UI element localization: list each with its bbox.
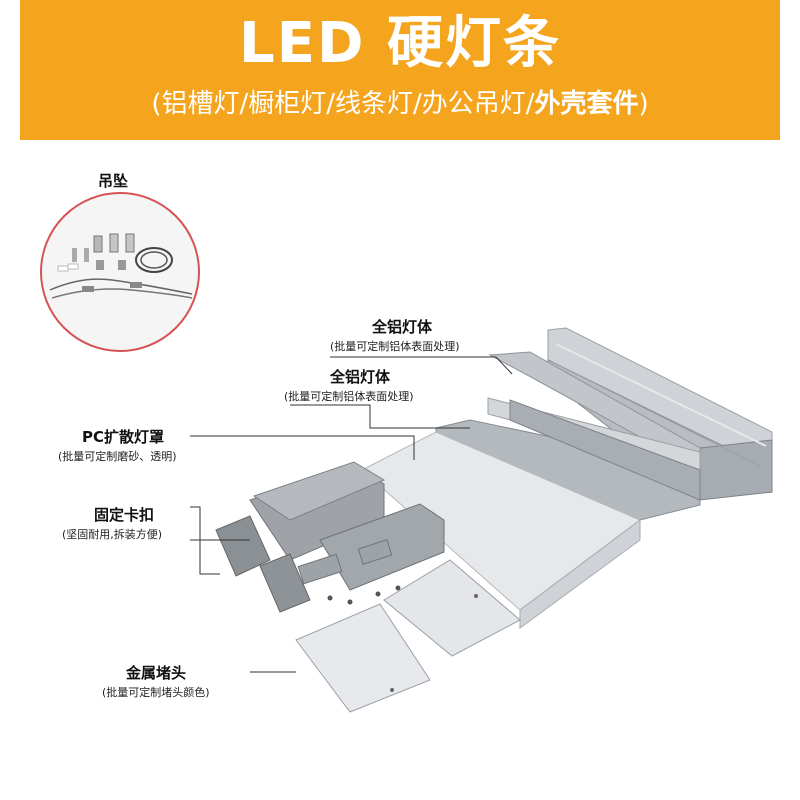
label-pc-diffuser-title: PC扩散灯罩 <box>82 428 165 446</box>
label-end-cap-note: (批量可定制堵头颜色) <box>102 686 210 699</box>
banner-subtitle-prefix: (铝槽灯/橱柜灯/线条灯/办公吊灯/ <box>151 89 535 119</box>
pendant-image <box>40 192 200 352</box>
banner-title: LED 硬灯条 <box>239 11 561 76</box>
banner-subtitle: (铝槽灯/橱柜灯/线条灯/办公吊灯/外壳套件) <box>20 86 780 122</box>
pendant-kit-illustration <box>49 233 193 299</box>
banner-subtitle-suffix: ) <box>638 89 649 119</box>
label-alu-body-1-title: 全铝灯体 <box>372 318 433 336</box>
label-end-cap-title: 金属堵头 <box>126 664 187 682</box>
header-banner: LED 硬灯条 (铝槽灯/橱柜灯/线条灯/办公吊灯/外壳套件) <box>20 0 780 140</box>
label-fixing-clip-note: (坚固耐用,拆装方便) <box>62 528 163 541</box>
label-pc-diffuser-note: (批量可定制磨砂、透明) <box>58 450 177 463</box>
pendant-title: 吊坠 <box>98 172 129 190</box>
banner-subtitle-bold: 外壳套件 <box>534 89 639 119</box>
fixing-clips <box>215 461 445 613</box>
aluminum-body-front <box>435 351 701 521</box>
label-alu-body-2-title: 全铝灯体 <box>330 368 391 386</box>
pc-diffuser-sheet <box>361 431 641 629</box>
label-fixing-clip-title: 固定卡扣 <box>94 506 155 524</box>
leader-lines <box>190 356 513 673</box>
label-alu-body-2-note: (批量可定制铝体表面处理) <box>284 390 414 403</box>
label-alu-body-1-note: (批量可定制铝体表面处理) <box>330 340 460 353</box>
metal-end-caps <box>295 559 521 713</box>
